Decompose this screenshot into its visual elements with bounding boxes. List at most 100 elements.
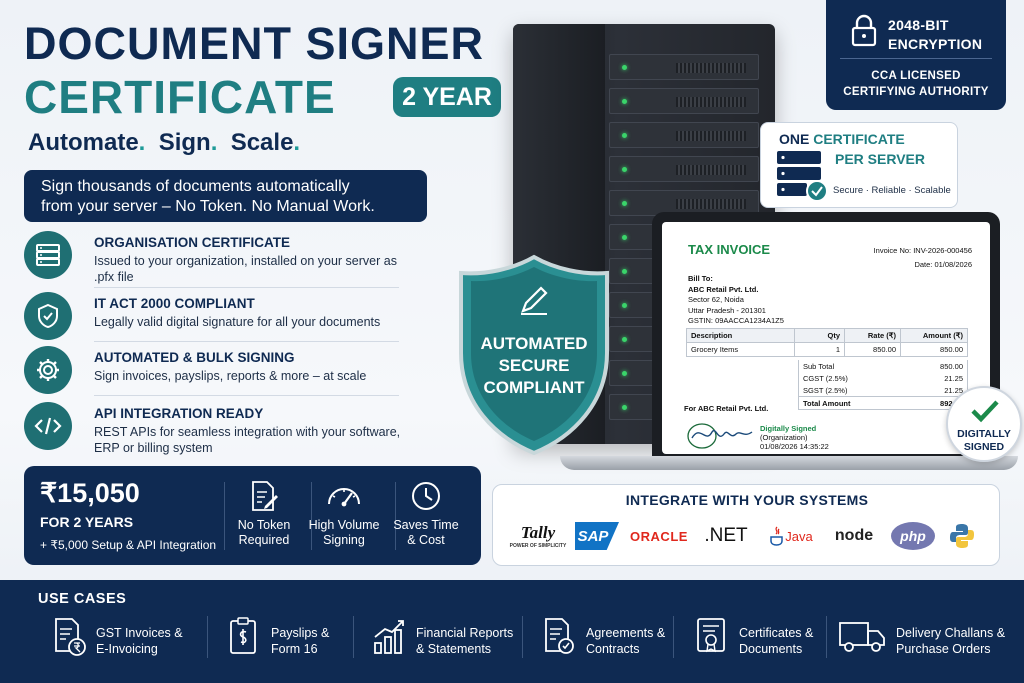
total-row: CGST (2.5%)21.25 [798,372,968,384]
pen-icon [521,286,548,315]
tagline-automate: Automate [28,129,139,156]
compliance-shield: AUTOMATED SECURE COMPLIANT [455,253,613,458]
cell-rate: 850.00 [844,342,901,357]
use-case-label: Certificates &Documents [739,625,813,657]
shield-l1: AUTOMATED [480,334,588,353]
price-setup: + ₹5,000 Setup & API Integration [40,538,217,552]
server-slot [609,54,759,80]
shield-l3: COMPLIANT [483,378,585,397]
cca-text: CCA LICENSED CERTIFYING AUTHORITY [826,68,1006,100]
feature-desc: REST APIs for seamless integration with … [94,425,401,455]
column-header: Qty [794,328,845,343]
shield-text: AUTOMATED SECURE COMPLIANT [455,333,613,399]
bill-to: Bill To: ABC Retail Pvt. Ltd. Sector 62,… [688,274,784,327]
feature-automated-bulk-signing: AUTOMATED & BULK SIGNING Sign invoices, … [24,346,399,398]
sap-wordmark: SAP [577,527,609,545]
use-case-label: GST Invoices &E-Invoicing [96,625,183,657]
use-case-l1: Financial Reports [416,626,514,640]
java-cup-icon [770,526,784,546]
payslip-icon [230,617,256,654]
feature-desc: Issued to your organization, installed o… [94,254,397,284]
bill-to-line: GSTIN: 09AACCA1234A1Z5 [688,316,784,325]
bill-to-line: Uttar Pradesh - 201301 [688,305,766,315]
one-cert-sub: Secure · Reliable · Scalable [833,185,951,196]
for-company: For ABC Retail Pvt. Ltd. [684,404,769,413]
digital-signature-info: Digitally Signed (Organization) 01/08/20… [760,424,829,451]
use-case-l1: GST Invoices & [96,626,183,640]
gear-icon [24,346,72,394]
use-case-l2: & Statements [416,642,492,656]
feature-heading: ORGANISATION CERTIFICATE [94,235,290,250]
divider [94,395,399,396]
tally-logo: Tally POWER OF SIMPLICITY [507,522,569,550]
feature-organisation-certificate: ORGANISATION CERTIFICATE Issued to your … [24,231,399,284]
use-cases-heading: USE CASES [38,591,127,607]
clock-icon [412,482,440,510]
tagline-dot: . [293,129,301,156]
signed-badge-l1: DIGITALLY [957,428,1011,440]
divider [224,482,225,550]
divider [353,616,354,658]
divider [311,482,312,550]
grand-total-row: Total Amount892.50 [798,396,968,410]
tagline: Automate. Sign. Scale. [28,129,300,157]
table-row: Grocery Items 1 850.00 850.00 [686,342,968,357]
tagline-dot: . [210,129,218,156]
benefit-high-volume: High Volume Signing [305,480,383,548]
benefit-saves-time: Saves Time & Cost [386,480,466,548]
divider [826,616,827,658]
feature-desc: Sign invoices, payslips, reports & more … [94,369,367,383]
divider [840,58,992,59]
dotnet-logo: .NET [704,525,748,546]
speedometer-icon [328,488,360,507]
feature-heading: IT ACT 2000 COMPLIANT [94,296,255,311]
tally-sub: POWER OF SIMPLICITY [509,543,567,549]
laptop-base [560,456,1018,470]
divider [94,341,399,342]
server-slot [609,156,759,182]
java-wordmark: Java [785,528,813,544]
contract-icon [545,618,574,654]
tagline-scale: Scale [230,129,294,156]
signed-l2: (Organization) [760,433,808,442]
use-case-l2: Purchase Orders [896,642,991,656]
total-value: 21.25 [944,385,963,395]
encryption-badge: 2048-BIT ENCRYPTION CCA LICENSED CERTIFY… [826,0,1006,110]
use-case-label: Delivery Challans &Purchase Orders [896,625,1005,657]
server-slot [609,88,759,114]
server-stack-icon [777,151,828,202]
divider [207,616,208,658]
tally-wordmark: Tally [520,523,556,542]
intro-line1: Sign thousands of documents automaticall… [41,178,350,195]
benefit-l1: Saves Time [393,518,459,532]
cell-desc: Grocery Items [686,342,795,357]
column-header: Rate (₹) [844,328,901,343]
use-case-label: Financial Reports & Statements [416,625,513,657]
per-server-text: PER SERVER [835,151,925,167]
signed-l3: 01/08/2026 14:35:22 [760,442,829,451]
oracle-logo: ORACLE [630,528,688,544]
total-value: 21.25 [944,373,963,383]
bill-to-line: ABC Retail Pvt. Ltd. [688,284,759,294]
grand-total-label: Total Amount [803,398,851,408]
use-case-l2: Contracts [586,642,640,656]
cell-amount: 850.00 [900,342,968,357]
use-case-l1: Certificates & [739,626,814,640]
sap-logo: SAP [575,522,619,550]
total-row: SGST (2.5%) 21.25 [798,384,968,396]
invoice-table: Description Qty Rate (₹) Amount (₹) Groc… [686,328,968,357]
divider [94,287,399,288]
digitally-signed-badge: DIGITALLY SIGNED [946,386,1022,462]
shield-check-icon [24,292,72,340]
shield-l2: SECURE [498,356,570,375]
total-label: SGST (2.5%) [803,385,848,395]
bill-to-line: Sector 62, Noida [688,295,744,304]
use-case-label: Agreements &Contracts [586,625,665,657]
column-header: Description [686,328,795,343]
encryption-l1: 2048-BIT [888,17,949,33]
invoice-screen: TAX INVOICE Invoice No: INV-2026-000456 … [662,222,990,454]
invoice-meta: Invoice No: INV-2026-000456 Date: 01/08/… [874,244,972,272]
benefit-l1: High Volume [308,518,380,532]
